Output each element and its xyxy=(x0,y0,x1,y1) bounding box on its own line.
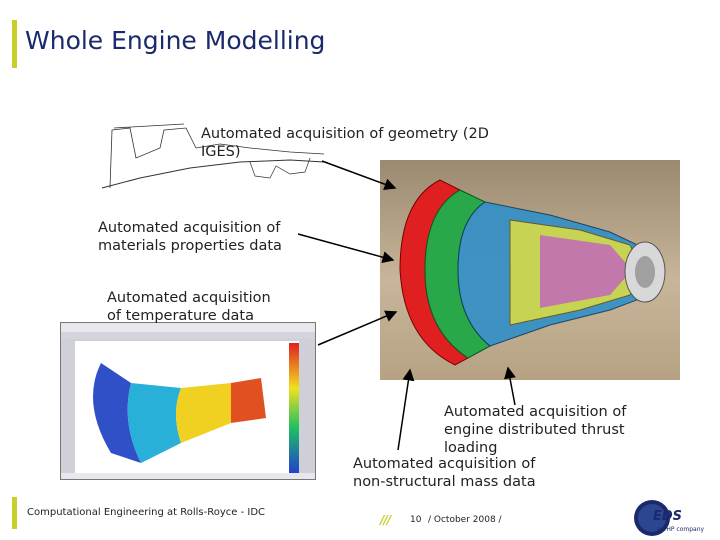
slide-title: Whole Engine Modelling xyxy=(25,26,326,55)
arrow-thrust xyxy=(504,366,516,406)
label-materials: Automated acquisition of materials prope… xyxy=(98,220,282,254)
footer-slashes: /// xyxy=(380,513,391,527)
logo-name: EDS xyxy=(653,509,683,524)
arrow-materials xyxy=(297,233,395,264)
page-number: 10 xyxy=(410,515,422,525)
label-geometry: Automated acquisition of geometry (2D IG… xyxy=(201,126,489,160)
thermal-analysis-screenshot xyxy=(60,322,316,480)
geometry-sketch-image xyxy=(101,123,325,189)
title-accent-bar xyxy=(12,20,17,68)
footer-date: / October 2008 / xyxy=(428,515,502,525)
logo-subtitle: an HP company xyxy=(657,526,705,533)
footer-accent-bar xyxy=(12,497,17,529)
arrow-geometry xyxy=(321,160,397,190)
label-thrust: Automated acquisition of engine distribu… xyxy=(444,404,627,456)
footer-text: Computational Engineering at Rolls-Royce… xyxy=(27,507,265,518)
engine-3d-model-image xyxy=(380,160,680,380)
arrow-temperature xyxy=(317,310,398,346)
label-mass: Automated acquisition of non-structural … xyxy=(353,456,536,490)
arrow-mass xyxy=(397,368,415,451)
label-temperature: Automated acquisition of temperature dat… xyxy=(107,290,271,324)
eds-logo-icon xyxy=(634,500,670,536)
